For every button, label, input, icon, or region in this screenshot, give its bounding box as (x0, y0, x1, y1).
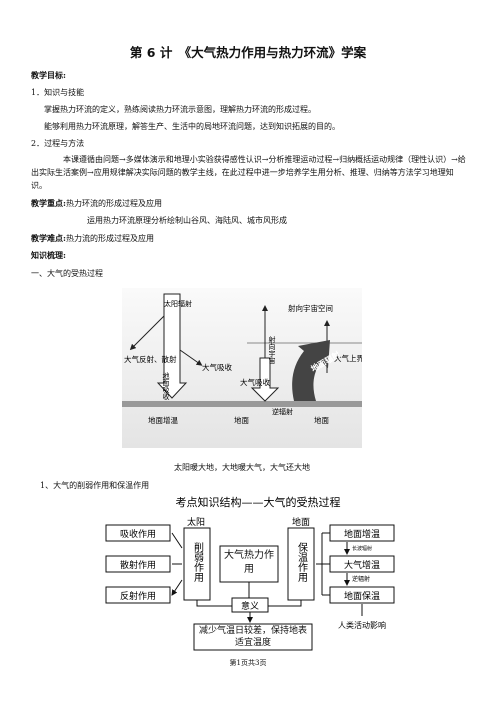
absorb-arrow (179, 349, 203, 366)
goals-heading: 教学目标: (31, 70, 66, 80)
sky-background (122, 288, 362, 448)
keep-warm-branches (316, 532, 330, 596)
key-line2: 运用热力环流原理分析绘制山谷风、海陆风、城市风形成 (87, 216, 287, 225)
solar-radiation-text: 太阳辐射 (164, 299, 192, 308)
heating-process-diagram: 太阳辐射 大气反射、散射 大气吸收 地面吸收 射向宇宙 射向宇宙空间 大气上界 … (122, 288, 362, 448)
ground-warm-box (329, 524, 395, 542)
ground-keep-text: 地面保温 (344, 590, 380, 602)
section1-heading: 一、大气的受热过程 (31, 269, 103, 278)
difficulty-block: 教学难点:热力流的形成过程及应用 (31, 233, 154, 244)
thermal-text: 大气热力作用 (224, 550, 274, 575)
goals-s1-line1: 掌握热力环流的定义，熟练阅读热力环流示意图，理解热力环流的形成过程。 (44, 105, 316, 114)
key-heading: 教学重点: (31, 198, 66, 208)
counter-radiation-label: 逆辐射 (272, 407, 293, 416)
page-footer: 第1页共3页 (229, 659, 267, 667)
weaken-text: 削弱作用 (192, 541, 204, 583)
ground-keep-box (329, 586, 395, 604)
atm-warm-box (329, 555, 395, 573)
knowledge-structure-diagram: 考点知识结构——大气的受热过程 吸收作用 散射作用 反射作用 太阳 削弱作用 大… (105, 495, 395, 651)
counter-text: 逆辐射 (352, 575, 370, 583)
page-title: 第 6 计 《大气热力作用与热力环流》学案 (129, 45, 367, 60)
knowledge-heading: 知识梳理: (31, 250, 66, 260)
atm-absorb-label-2: 大气吸收 (240, 377, 270, 387)
key-line1: 热力环流的形成过程及应用 (65, 199, 162, 208)
absorb-box (105, 524, 171, 542)
atm-absorb-label: 大气吸收 (202, 362, 232, 372)
reflect-text: 反射作用 (120, 590, 156, 602)
scatter-box (105, 555, 171, 573)
key-block: 教学重点:热力环流的形成过程及应用 (31, 198, 162, 209)
sun-label: 太阳 (187, 516, 205, 528)
goals-s2: 2．过程与方法 (31, 139, 85, 148)
upper-boundary-label: 大气上界 (334, 353, 362, 363)
keep-warm-text: 保温作用 (296, 541, 308, 583)
ground-top-label: 地面 (292, 516, 310, 528)
solar-radiation-label-1: 太阳辐射 (164, 299, 192, 308)
ground-absorb-label: 地面吸收 (162, 371, 170, 401)
ground-radiation-arrow (292, 340, 330, 401)
difficulty-text: 热力流的形成过程及应用 (65, 234, 154, 243)
caption-1: 太阳暖大地，大地暖大气，大气还大地 (174, 463, 310, 472)
counter-radiation-arrow (250, 357, 280, 402)
absorb-text: 吸收作用 (120, 528, 156, 540)
weaken-branches (172, 532, 183, 595)
human-text: 人类活动影响 (338, 620, 386, 630)
scatter-text: 散射作用 (120, 559, 156, 571)
ground-warm-text: 地面增温 (344, 528, 380, 540)
reflect-scatter-label: 大气反射、散射 (124, 354, 177, 364)
long-wave-text: 长波辐射 (352, 545, 372, 552)
ground-label: 地面 (234, 415, 249, 425)
thermal-fo: 大气热力作用 (224, 550, 274, 575)
goals-s2-paragraph: 本课遵循由问题→多媒体演示和地理小实验获得感性认识→分析推理运动过程→归纳概括运… (31, 155, 466, 190)
result-fo: 减少气温日较差，保持地表适宜温度 (198, 626, 307, 648)
diagram2-title: 考点知识结构——大气的受热过程 (176, 495, 341, 509)
to-space-label-2: 射向宇宙空间 (288, 303, 333, 313)
section2-heading: 1、大气的削弱作用和保温作用 (40, 481, 150, 490)
to-space-label: 射向宇宙 (268, 335, 276, 365)
atm-warm-text: 大气增温 (344, 559, 380, 571)
goals-s1: 1．知识与技能 (31, 88, 85, 97)
meaning-text: 意义 (241, 600, 259, 612)
reflect-arrow (129, 315, 165, 351)
solar-radiation-arrow (156, 293, 188, 399)
result-text: 减少气温日较差，保持地表适宜温度 (198, 626, 307, 648)
ground-warm-label: 地面增温 (148, 415, 178, 425)
ground-label-2: 地面 (314, 415, 329, 425)
difficulty-heading: 教学难点: (31, 233, 66, 243)
goals-s1-line2: 能够利用热力环流原理，解答生产、生活中的局地环流问题，达到知识拓展的目的。 (44, 122, 340, 131)
ground-strip (122, 401, 362, 407)
result-box (193, 623, 313, 651)
